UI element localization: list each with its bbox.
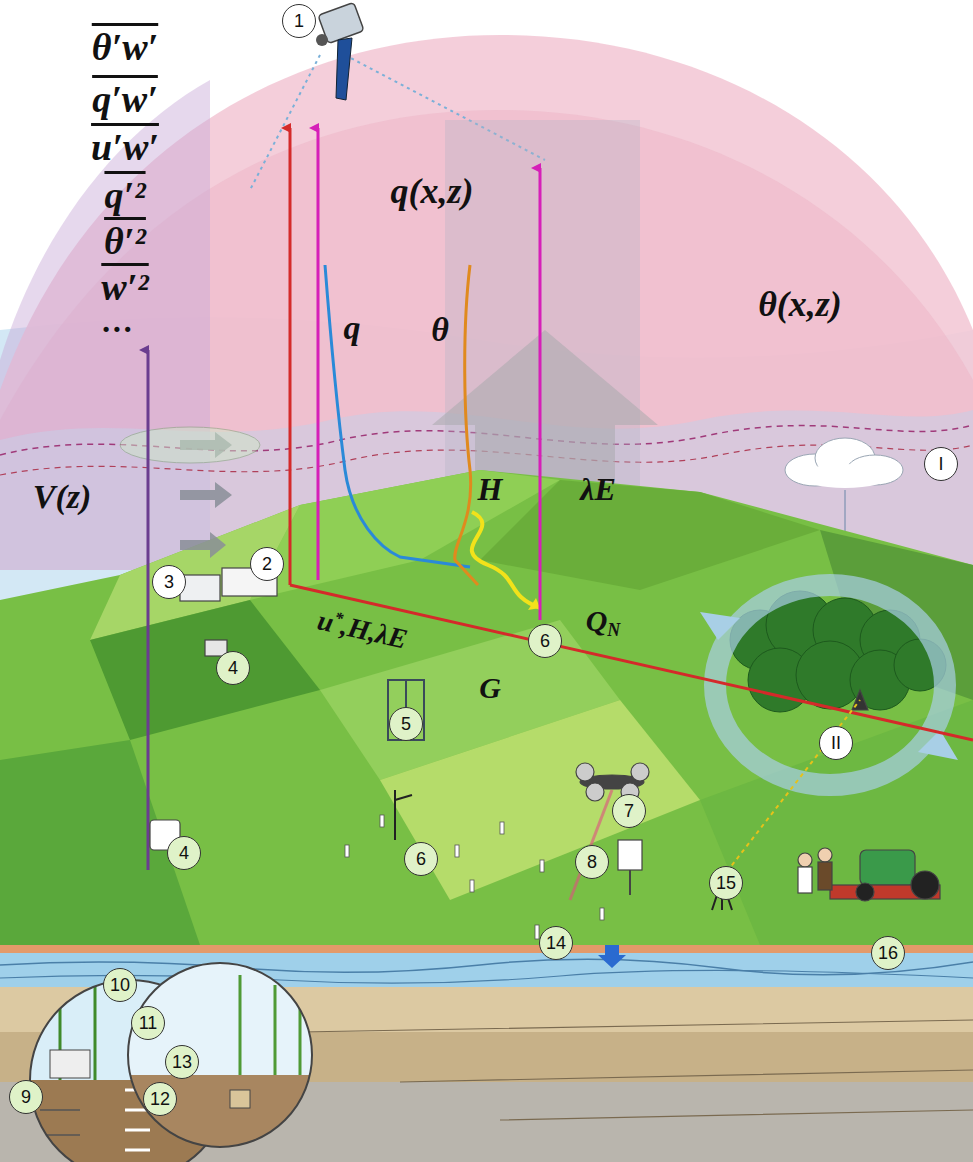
math-label: H — [478, 473, 503, 507]
callout-number: 4 — [179, 844, 189, 862]
callout-number: 8 — [587, 853, 597, 871]
callout-circle: 2 — [250, 547, 284, 581]
callout-number: 14 — [546, 934, 566, 952]
callout-circle: 10 — [103, 968, 137, 1002]
math-label: q(x,z) — [391, 173, 474, 211]
math-label: θ(x,z) — [758, 286, 842, 324]
callout-number: I — [938, 455, 943, 473]
callout-circle: 8 — [575, 845, 609, 879]
callout-circle: 11 — [131, 1006, 165, 1040]
callout-number: 6 — [540, 632, 550, 650]
callout-number: 15 — [716, 874, 736, 892]
callout-circle: 1 — [282, 4, 316, 38]
callout-number: 10 — [110, 976, 130, 994]
math-label: q′² — [104, 176, 145, 216]
math-label: q′w′ — [92, 80, 158, 120]
callout-circle: 3 — [152, 565, 186, 599]
math-label: q — [344, 310, 361, 346]
math-label: u′w′ — [91, 128, 159, 168]
callout-circle: 4 — [167, 836, 201, 870]
callout-number: 7 — [624, 802, 634, 820]
callout-circle: 7 — [612, 794, 646, 828]
callout-number: 16 — [878, 944, 898, 962]
callout-circle: 4 — [216, 651, 250, 685]
math-label: θ′² — [104, 222, 146, 262]
callout-circle: 6 — [404, 842, 438, 876]
callout-number: 13 — [172, 1053, 192, 1071]
callout-circle: 5 — [389, 707, 423, 741]
callout-number: 5 — [401, 715, 411, 733]
math-label: λE — [580, 473, 616, 507]
callout-circle: 14 — [539, 926, 573, 960]
math-label: V(z) — [33, 479, 92, 515]
callout-number: II — [831, 734, 841, 752]
callout-circle: 6 — [528, 624, 562, 658]
math-label: w′² — [101, 268, 148, 308]
callout-circle: I — [924, 447, 958, 481]
callout-number: 1 — [294, 12, 304, 30]
callout-circle: 9 — [9, 1080, 43, 1114]
math-label: G — [479, 672, 501, 704]
callout-circle: II — [819, 726, 853, 760]
callout-number: 6 — [416, 850, 426, 868]
callout-number: 12 — [150, 1090, 170, 1108]
math-label: θ′w′ — [92, 28, 158, 68]
callout-circle: 16 — [871, 936, 905, 970]
callout-circle: 13 — [165, 1045, 199, 1079]
callout-number: 4 — [228, 659, 238, 677]
callout-number: 2 — [262, 555, 272, 573]
callout-number: 9 — [21, 1088, 31, 1106]
callout-circle: 12 — [143, 1082, 177, 1116]
math-label: QN — [586, 605, 621, 639]
callout-circle: 15 — [709, 866, 743, 900]
math-label: … — [102, 305, 134, 339]
callout-number: 11 — [139, 1014, 158, 1032]
callout-number: 3 — [164, 573, 174, 591]
math-label: θ — [431, 312, 449, 348]
